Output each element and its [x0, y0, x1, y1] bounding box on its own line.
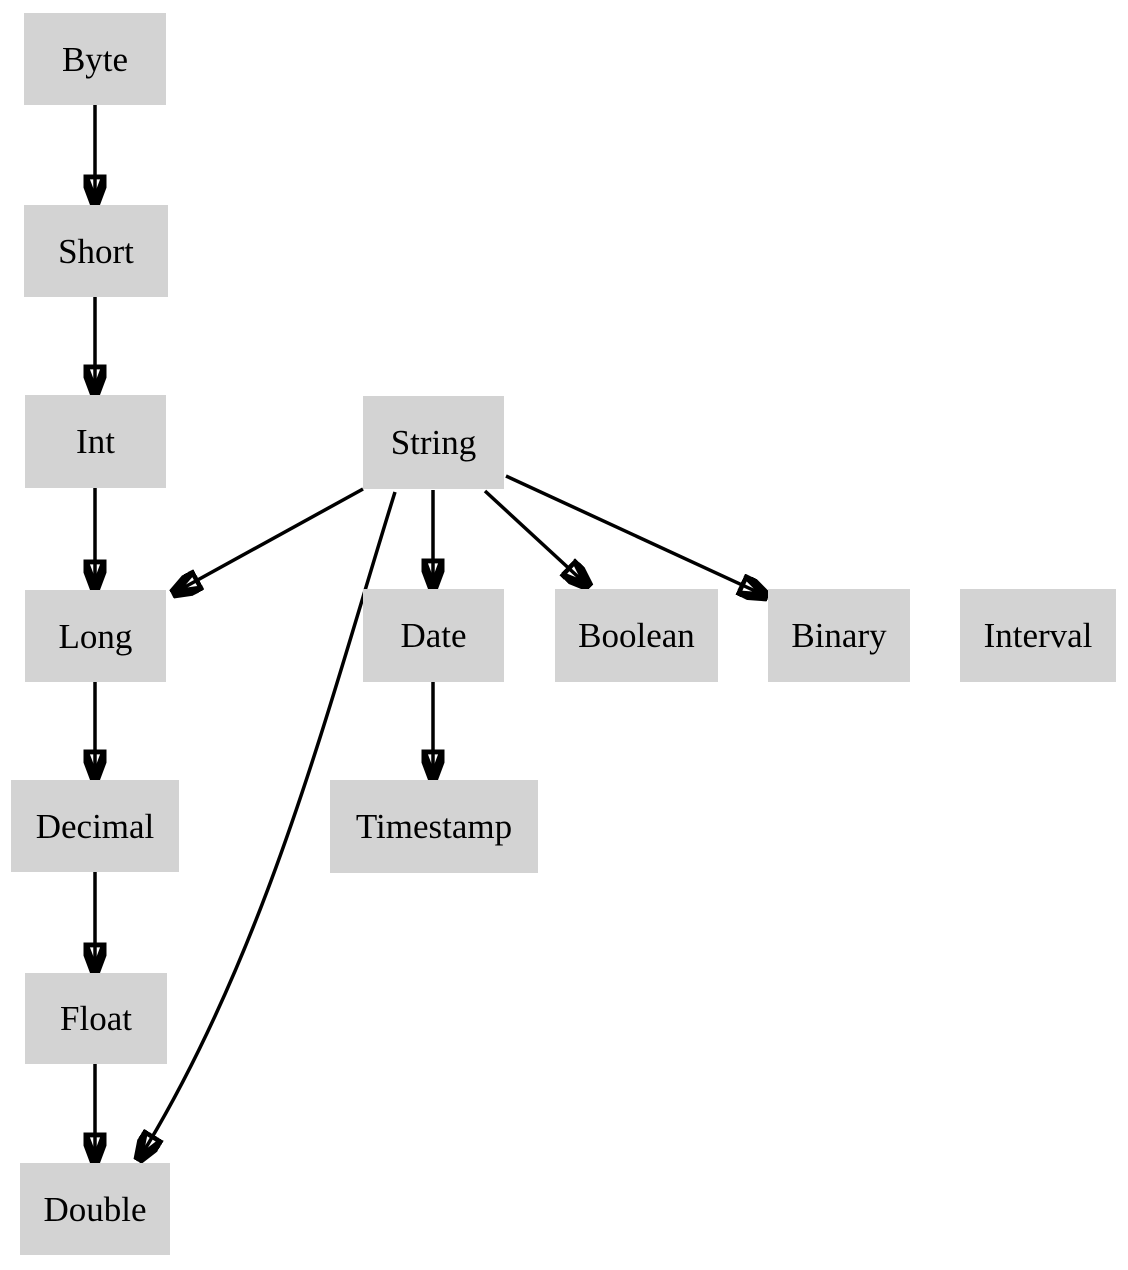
- node-timestamp-label: Timestamp: [355, 807, 513, 846]
- node-string: String: [363, 396, 504, 489]
- node-float: Float: [25, 973, 167, 1064]
- edge-string-double: [139, 491, 397, 1159]
- node-double-label: Double: [43, 1189, 147, 1229]
- node-boolean: Boolean: [555, 589, 718, 682]
- node-decimal-label: Decimal: [35, 806, 155, 846]
- node-byte: Byte: [24, 13, 166, 105]
- node-date-label: Date: [400, 616, 467, 655]
- node-boolean-label: Boolean: [578, 616, 695, 655]
- node-int: Int: [25, 395, 166, 488]
- edge-string-binary: [505, 474, 766, 596]
- node-binary-label: Binary: [791, 616, 887, 655]
- node-float-label: Float: [60, 999, 132, 1038]
- node-date: Date: [363, 589, 504, 682]
- node-interval-label: Interval: [983, 616, 1093, 655]
- node-interval: Interval: [960, 589, 1116, 682]
- node-string-label: String: [390, 423, 477, 462]
- node-long: Long: [25, 590, 166, 682]
- node-short: Short: [24, 205, 168, 297]
- node-short-label: Short: [58, 231, 134, 271]
- node-int-label: Int: [76, 422, 115, 461]
- node-double: Double: [20, 1163, 170, 1255]
- node-binary: Binary: [768, 589, 910, 682]
- edge-string-boolean: [483, 489, 588, 586]
- node-long-label: Long: [58, 616, 133, 656]
- node-byte-label: Byte: [61, 39, 129, 79]
- node-timestamp: Timestamp: [330, 780, 538, 873]
- edge-string-long: [174, 487, 364, 593]
- node-decimal: Decimal: [11, 780, 179, 872]
